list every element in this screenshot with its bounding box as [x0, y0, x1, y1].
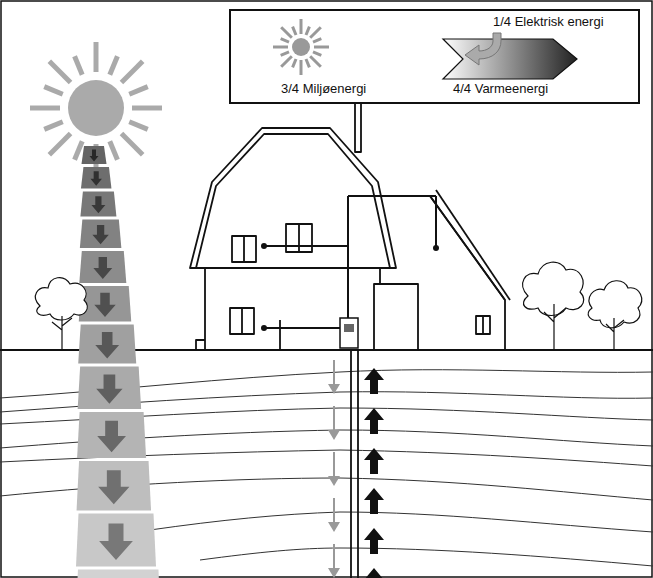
beam-arrow — [95, 332, 119, 359]
sun-energy-beam — [75, 146, 161, 578]
sun-ray — [121, 133, 142, 154]
beam-arrow — [98, 470, 129, 504]
sun-ray — [121, 61, 142, 82]
down-arrow-head — [328, 384, 340, 394]
house — [190, 92, 510, 350]
up-arrow — [364, 568, 384, 578]
borehole — [351, 350, 358, 578]
borehole-flow-arrows — [328, 360, 384, 578]
beam-segment — [76, 514, 156, 567]
beam-arrow — [90, 150, 99, 162]
down-arrow-head — [328, 476, 340, 486]
sun-ray — [30, 106, 60, 111]
energy-label: 4/4 Varmeenergi — [453, 81, 548, 97]
sun-ray — [110, 141, 118, 159]
up-arrow — [364, 408, 384, 434]
energy-label: 1/4 Elektrisk energi — [493, 14, 604, 30]
beam-arrow — [90, 171, 101, 185]
beam-segment — [79, 251, 126, 283]
heat-energy-arrow — [443, 39, 577, 79]
beam-arrow — [99, 523, 133, 560]
beam-segment — [77, 412, 146, 458]
sun-ray — [110, 56, 118, 74]
beam-segment — [75, 570, 161, 578]
sun-ray — [44, 122, 62, 130]
beam-arrow — [91, 196, 105, 213]
beam-segment — [78, 367, 141, 410]
down-arrow-head — [328, 568, 340, 578]
sun-ray — [132, 106, 162, 111]
down-arrow-head — [328, 522, 340, 532]
beam-arrow — [96, 375, 122, 404]
sun-ray — [94, 42, 99, 72]
sun-ray — [49, 133, 70, 154]
sun-ray — [129, 122, 147, 130]
energy-legend-box: 1/4 Elektrisk energi 3/4 Miljøenergi 4/4 V… — [229, 9, 640, 104]
down-arrow-head — [328, 430, 340, 440]
up-arrow — [364, 368, 384, 394]
sun-ray — [44, 87, 62, 95]
beam-segment — [80, 220, 122, 249]
sun-ray — [129, 87, 147, 95]
heating-pipes — [264, 196, 436, 330]
small-sun — [273, 19, 329, 75]
beam-arrow — [92, 225, 108, 244]
beam-arrow — [97, 421, 126, 453]
heat-pump-unit — [340, 318, 358, 348]
beam-segment — [78, 325, 136, 364]
small-sun-disc — [292, 38, 310, 56]
energy-label: 3/4 Miljøenergi — [281, 81, 366, 97]
beam-segment — [81, 167, 112, 189]
beam-arrow — [93, 257, 112, 279]
sun-ray — [75, 56, 83, 74]
up-arrow — [364, 448, 384, 474]
sun — [30, 42, 162, 174]
beam-segment — [82, 146, 107, 164]
beam-segment — [80, 192, 116, 217]
beam-arrow — [94, 293, 115, 317]
sun-ray — [49, 61, 70, 82]
beam-segment — [77, 461, 152, 511]
electric-energy-arrow — [465, 33, 501, 65]
up-arrow — [364, 528, 384, 554]
sun-ray — [75, 141, 83, 159]
up-arrow — [364, 488, 384, 514]
